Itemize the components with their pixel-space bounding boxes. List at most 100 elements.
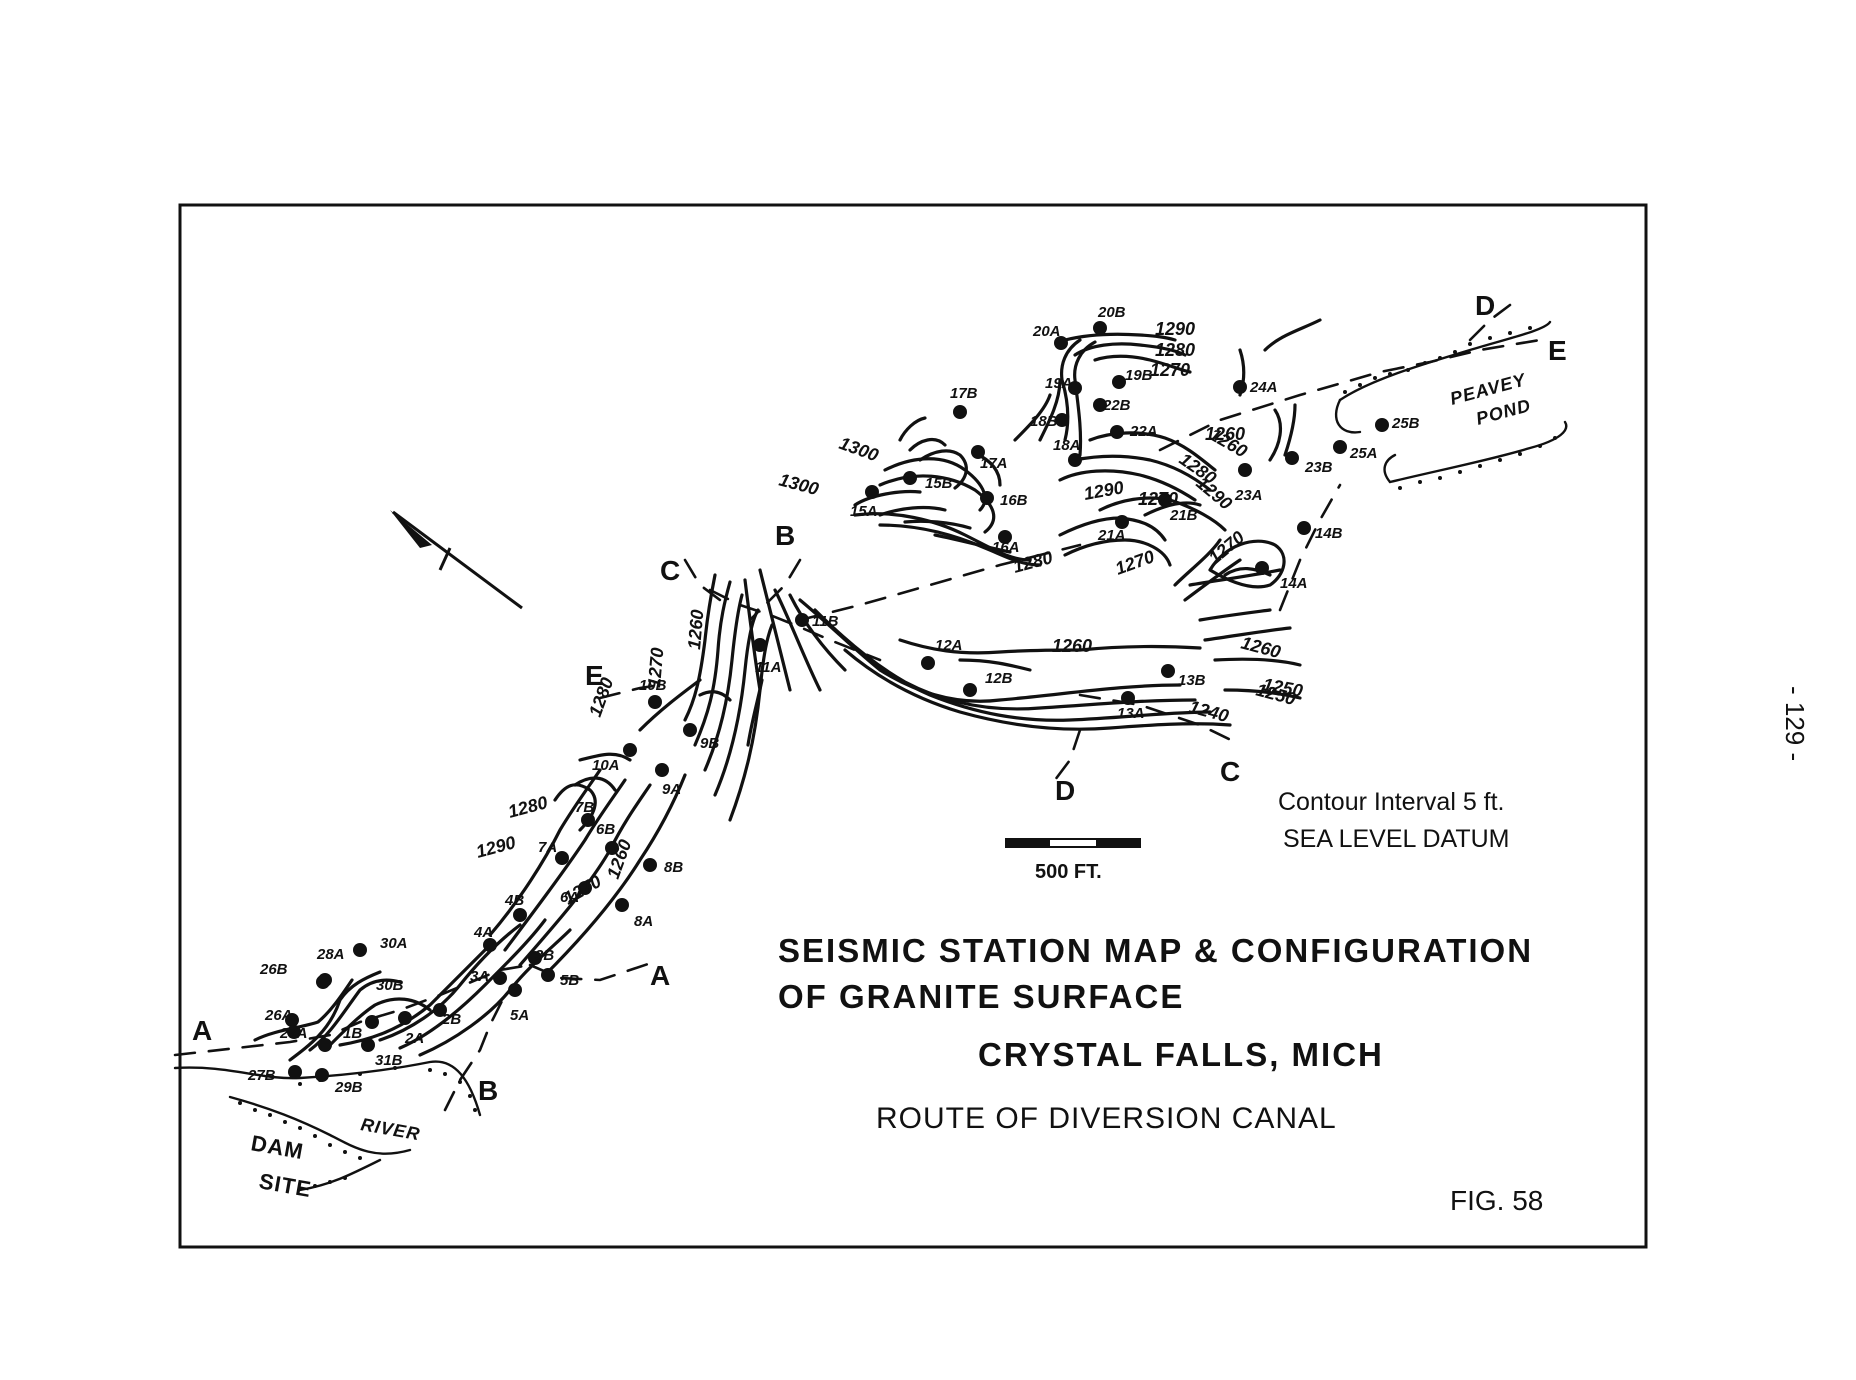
station-31b-marker xyxy=(361,1038,375,1052)
section-letter-d: D xyxy=(1475,290,1495,321)
station-22a-label: 22A xyxy=(1129,423,1158,440)
contour-label: 1270 xyxy=(1150,360,1190,380)
station-5a-label: 5A xyxy=(510,1007,529,1024)
station-30b-marker xyxy=(365,1015,379,1029)
station-12b-label: 12B xyxy=(985,670,1013,687)
section-letter-d: D xyxy=(1055,775,1075,806)
station-22a-marker xyxy=(1110,425,1124,439)
station-2b-marker xyxy=(433,1003,447,1017)
station-14b-label: 14B xyxy=(1315,525,1343,542)
station-15b-marker xyxy=(903,471,917,485)
contour-label: 1270 xyxy=(644,647,667,689)
station-17b-marker xyxy=(953,405,967,419)
station-19b-label: 19B xyxy=(1125,367,1153,384)
station-4a-marker xyxy=(483,938,497,952)
station-11a-marker xyxy=(753,638,767,652)
river-label: RIVER xyxy=(359,1114,422,1144)
station-26a-label: 26A xyxy=(264,1007,293,1024)
map-frame xyxy=(178,203,1648,1249)
section-letter-c: C xyxy=(660,555,680,586)
station-15b-label: 15B xyxy=(925,475,953,492)
station-3a-label: 3A xyxy=(470,968,489,985)
station-10a-marker xyxy=(623,743,637,757)
station-30b-label: 30B xyxy=(376,977,404,994)
station-13a-label: 13A xyxy=(1117,705,1145,722)
station-8a-marker xyxy=(615,898,629,912)
station-17b-label: 17B xyxy=(950,385,978,402)
station-18b-marker xyxy=(1055,413,1069,427)
contour-label: 1270 xyxy=(1113,546,1157,578)
contour-label: 1270 xyxy=(560,871,605,908)
station-7b-label: 7B xyxy=(575,799,594,816)
station-23a-marker xyxy=(1238,463,1252,477)
station-1b-marker xyxy=(318,1038,332,1052)
station-25b-marker xyxy=(1375,418,1389,432)
station-29b-marker xyxy=(315,1068,329,1082)
station-2a-marker xyxy=(398,1011,412,1025)
contour-label: 1280 xyxy=(506,792,550,822)
station-18b-label: 18B xyxy=(1030,413,1058,430)
map-title-line2: OF GRANITE SURFACE xyxy=(778,978,1184,1015)
contour-lines xyxy=(253,318,1322,1062)
station-20a-label: 20A xyxy=(1032,323,1061,340)
station-10b-marker xyxy=(648,695,662,709)
page-number: - 129 - xyxy=(1780,686,1810,761)
contour-labels: 1300130012901280127012601280129012701280… xyxy=(474,319,1304,908)
station-28a-label: 28A xyxy=(316,946,345,963)
contour-label: 1290 xyxy=(474,832,518,862)
contour-label: 1270 xyxy=(1138,489,1178,509)
map-route: ROUTE OF DIVERSION CANAL xyxy=(876,1102,1337,1135)
station-28a-marker xyxy=(316,975,330,989)
station-8a-label: 8A xyxy=(634,913,653,930)
station-17a-marker xyxy=(971,445,985,459)
station-5a-marker xyxy=(508,983,522,997)
station-29b-label: 29B xyxy=(334,1079,363,1096)
station-10a-label: 10A xyxy=(592,757,620,774)
section-lines xyxy=(173,303,1542,1112)
contour-label: 1290 xyxy=(1082,477,1125,504)
station-4a-label: 4A xyxy=(473,924,493,941)
north-arrow-icon xyxy=(390,510,523,610)
station-3b-marker xyxy=(528,951,542,965)
station-11b-label: 11B xyxy=(812,613,839,630)
station-8b-marker xyxy=(643,858,657,872)
map-location: CRYSTAL FALLS, MICH xyxy=(978,1036,1384,1073)
contour-label: 1270 xyxy=(1205,527,1249,568)
station-22b-label: 22B xyxy=(1102,397,1131,414)
station-9b-marker xyxy=(683,723,697,737)
station-4b-label: 4B xyxy=(504,892,524,909)
station-20a-marker xyxy=(1054,336,1068,350)
station-19a-marker xyxy=(1068,381,1082,395)
station-17a-label: 17A xyxy=(980,455,1008,472)
station-8b-label: 8B xyxy=(664,859,683,876)
station-15a-marker xyxy=(865,485,879,499)
station-6b-marker xyxy=(605,841,619,855)
station-11a-label: 11A xyxy=(755,659,781,676)
station-7a-label: 7A xyxy=(538,839,557,856)
station-14a-marker xyxy=(1255,561,1269,575)
station-20b-marker xyxy=(1093,321,1107,335)
station-12a-label: 12A xyxy=(935,637,963,654)
station-12b-marker xyxy=(963,683,977,697)
scale-bar: 500 FT. xyxy=(1005,838,1141,883)
contour-label: 1260 xyxy=(1052,636,1092,656)
figure-label: FIG. 58 xyxy=(1450,1185,1543,1216)
station-27a-label: 27A xyxy=(279,1025,308,1042)
station-6b-label: 6B xyxy=(596,821,615,838)
contour-label: 1280 xyxy=(1155,340,1195,360)
contour-label: 1260 xyxy=(1205,424,1245,444)
station-25b-label: 25B xyxy=(1391,415,1420,432)
contour-label: 1260 xyxy=(684,609,707,651)
dam-site-label-line1: DAM xyxy=(249,1130,306,1164)
station-18a-label: 18A xyxy=(1053,437,1081,454)
scale-bar-label: 500 FT. xyxy=(1035,861,1102,883)
station-25a-marker xyxy=(1333,440,1347,454)
contour-label: 1300 xyxy=(777,470,821,500)
station-18a-marker xyxy=(1068,453,1082,467)
station-11b-marker xyxy=(795,613,809,627)
station-26b-label: 26B xyxy=(259,961,288,978)
station-24a-marker xyxy=(1233,380,1247,394)
station-16a-marker xyxy=(998,530,1012,544)
